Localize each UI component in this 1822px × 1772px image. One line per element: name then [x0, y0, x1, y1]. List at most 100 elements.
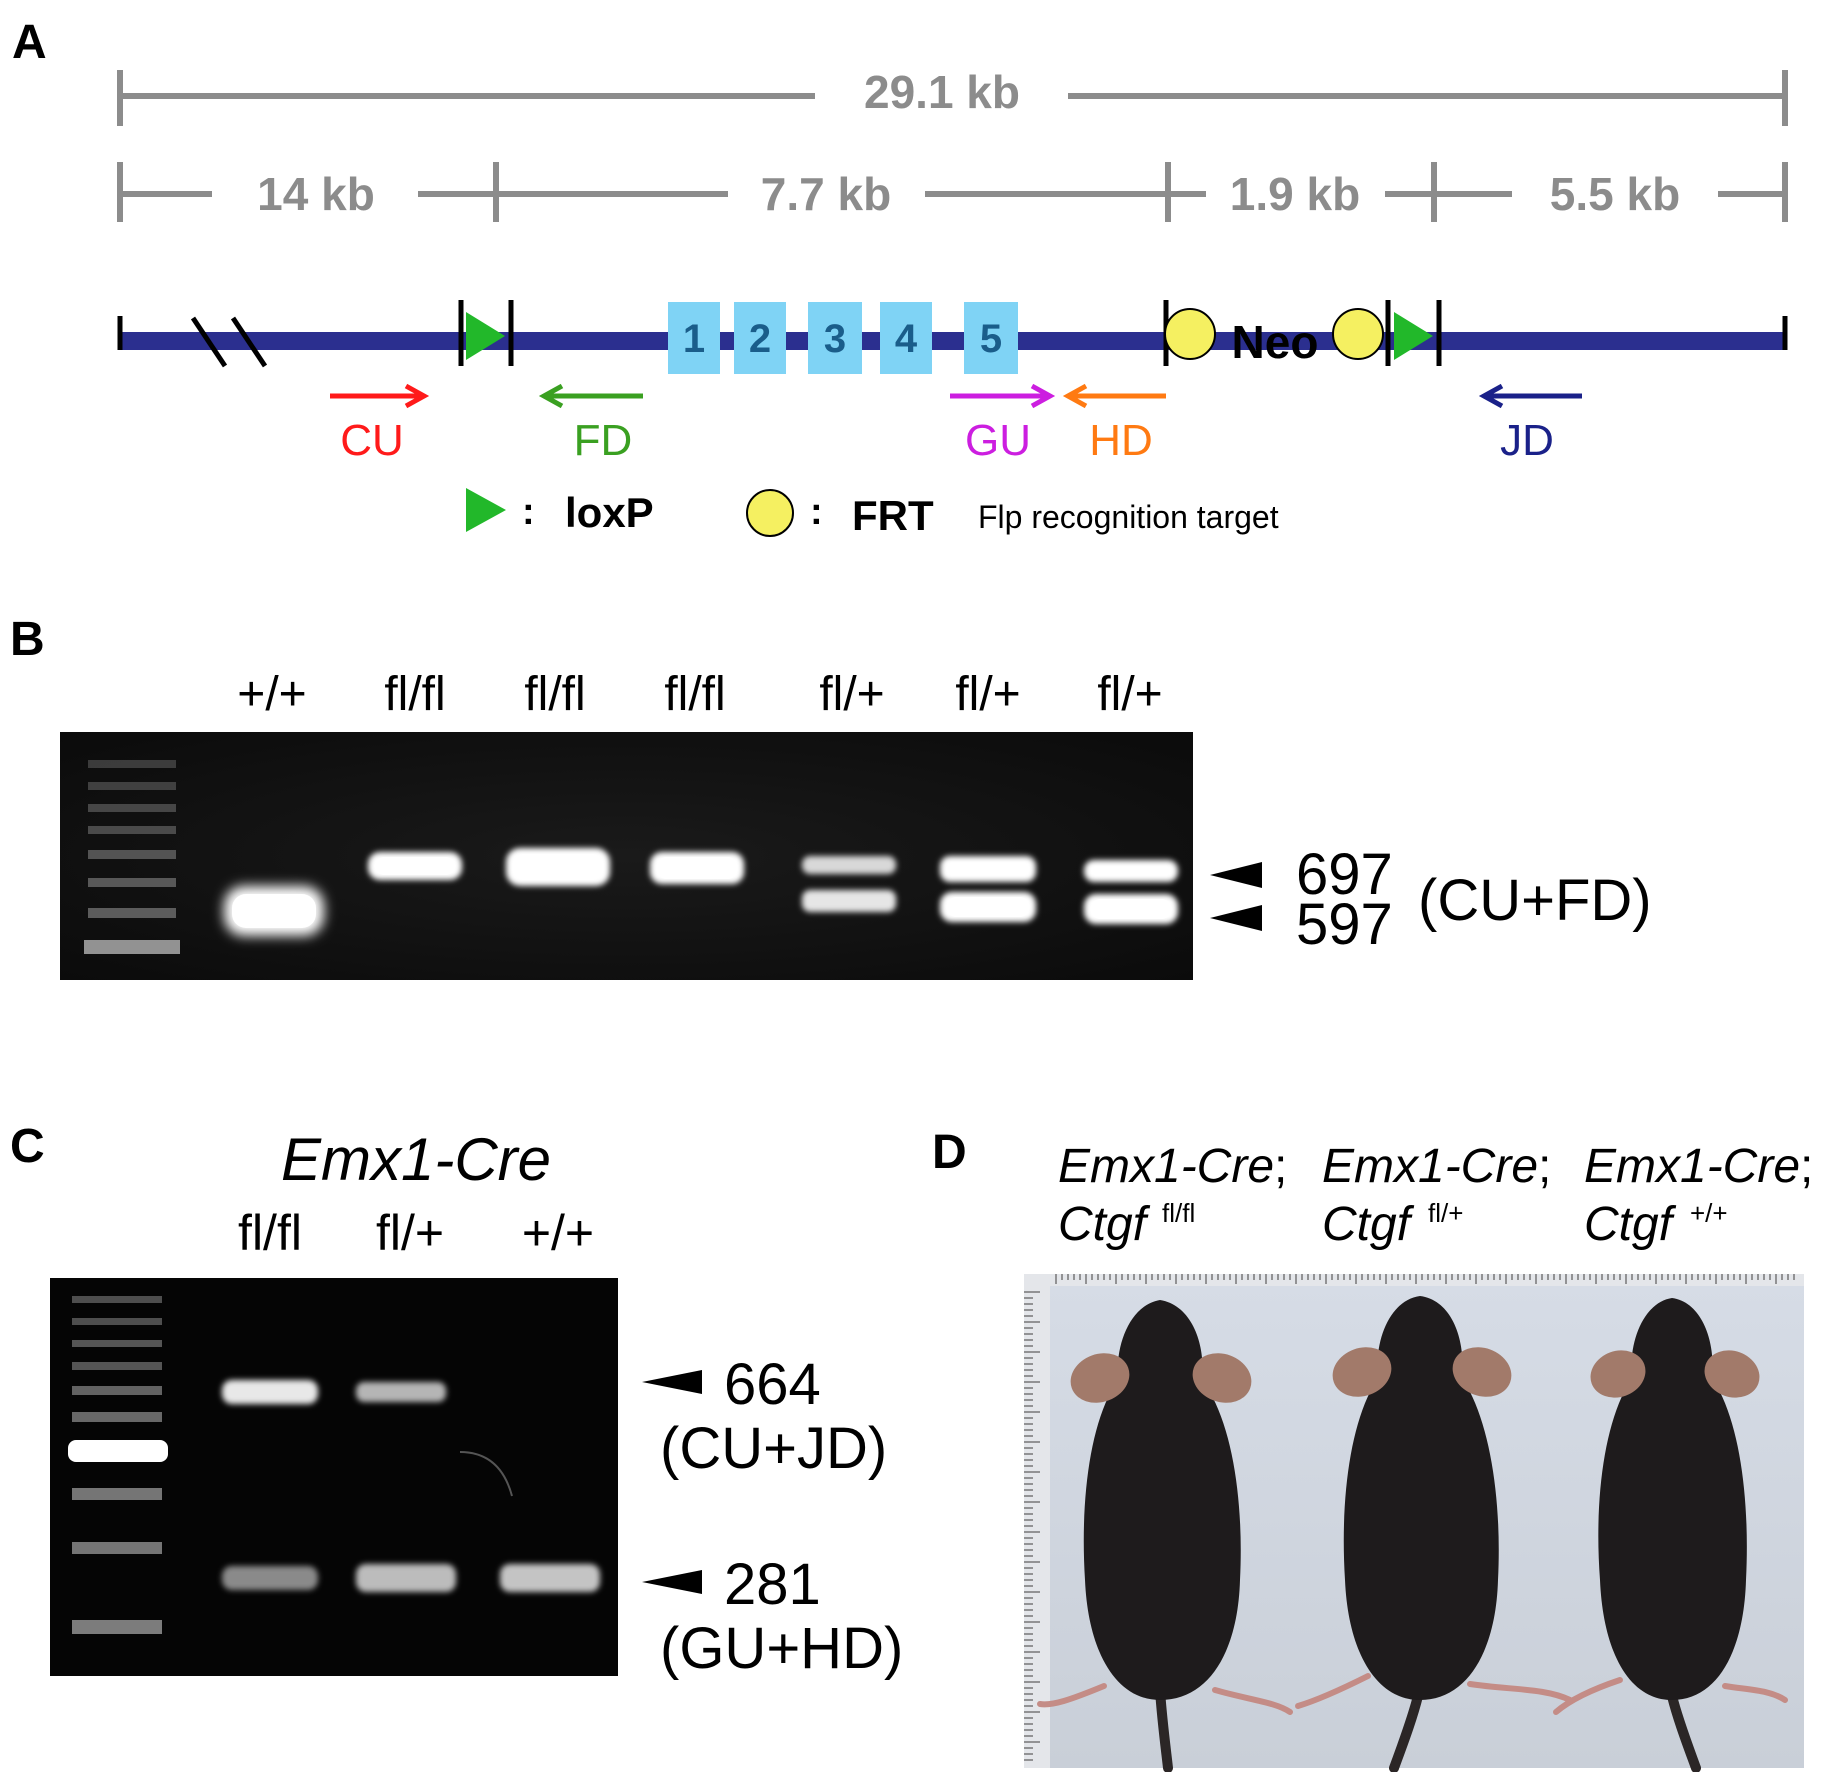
svg-text:Ctgf: Ctgf	[1058, 1198, 1151, 1251]
frt-site-2	[1332, 308, 1384, 360]
band-b-lane7-697	[1084, 860, 1178, 882]
scale-bar-total	[117, 70, 1788, 126]
loxp-legend-icon	[466, 488, 506, 532]
segment-label-3: 1.9 kb	[1230, 168, 1360, 220]
ruler	[1024, 1274, 1804, 1768]
band-b-lane5-697	[802, 856, 896, 874]
band-b-lane6-697	[940, 856, 1036, 882]
segment-label-4: 5.5 kb	[1550, 168, 1680, 220]
mouse-2	[1295, 1296, 1573, 1772]
ladder-b	[84, 760, 180, 954]
band-b-lane5-597	[802, 890, 896, 912]
panel-d: D Emx1-Cre; Ctgf fl/fl Emx1-Cre; Ctgf fl…	[932, 1126, 1813, 1772]
band-b-arrow-597	[1210, 905, 1262, 931]
frt-legend-icon	[746, 489, 794, 537]
band-b-primer-pair: (CU+FD)	[1418, 868, 1652, 933]
lane-label-b-2: fl/fl	[384, 668, 445, 721]
lane-label-c-2: fl/+	[376, 1205, 444, 1261]
frt-legend-desc: Flp recognition target	[978, 499, 1279, 535]
gel-b	[60, 732, 1193, 980]
loxp-legend-label: loxP	[565, 489, 654, 536]
total-length-label: 29.1 kb	[864, 66, 1020, 118]
primer-cu: CU	[330, 383, 430, 465]
lane-label-b-1: +/+	[237, 668, 306, 721]
svg-text::: :	[810, 491, 823, 533]
band-c-lane1-664	[222, 1380, 318, 1404]
band-c-pair-281: (GU+HD)	[660, 1616, 903, 1681]
mouse-photo	[1024, 1274, 1804, 1772]
band-c-label-281: 281	[724, 1552, 821, 1617]
band-b-arrow-697	[1210, 862, 1262, 888]
primer-fd-label: FD	[574, 416, 633, 465]
frt-site-1	[1164, 308, 1216, 360]
band-c-lane2-281	[356, 1564, 456, 1592]
lane-label-c-1: fl/fl	[238, 1205, 302, 1261]
legend: : loxP : FRT Flp recognition target	[466, 488, 1279, 539]
band-c-label-664: 664	[724, 1352, 821, 1417]
primer-jd: JD	[1478, 383, 1582, 465]
lane-label-b-3: fl/fl	[524, 668, 585, 721]
neo-cassette-label: Neo	[1232, 316, 1319, 368]
lane-label-b-4: fl/fl	[664, 668, 725, 721]
svg-text:5: 5	[980, 317, 1002, 361]
frt-legend-label: FRT	[852, 492, 934, 539]
primer-gu: GU	[950, 383, 1056, 465]
band-b-lane3-697	[506, 848, 610, 886]
primer-gu-label: GU	[965, 416, 1031, 465]
svg-text:Ctgf: Ctgf	[1322, 1198, 1415, 1251]
segment-label-1: 14 kb	[257, 168, 375, 220]
svg-text:Emx1-Cre;: Emx1-Cre;	[1058, 1140, 1287, 1193]
svg-text:Emx1-Cre;: Emx1-Cre;	[1584, 1140, 1813, 1193]
panel-b: B +/+ fl/fl fl/fl fl/fl fl/+ fl/+ fl/+	[10, 613, 1652, 980]
svg-text:Ctgf: Ctgf	[1584, 1198, 1677, 1251]
panel-a: A 29.1 kb 14 kb 7.7 kb 1.9 kb	[12, 16, 1788, 539]
exon-2: 2	[734, 302, 786, 374]
loxp-site-2	[1394, 312, 1433, 360]
panel-d-letter: D	[932, 1126, 967, 1179]
band-c-arrow-281	[642, 1570, 702, 1594]
svg-text:Emx1-Cre;: Emx1-Cre;	[1322, 1140, 1551, 1193]
genotype-label-2: Emx1-Cre; Ctgf fl/+	[1322, 1140, 1551, 1251]
band-c-pair-664: (CU+JD)	[660, 1416, 887, 1481]
lane-label-b-7: fl/+	[1097, 668, 1162, 721]
segment-label-2: 7.7 kb	[761, 168, 891, 220]
gel-c	[50, 1278, 618, 1676]
ladder-c	[68, 1296, 168, 1634]
break-mark	[190, 316, 268, 368]
band-c-lane1-281	[222, 1566, 318, 1590]
mouse-3	[1553, 1298, 1788, 1772]
panel-a-letter: A	[12, 16, 47, 69]
svg-text:+/+: +/+	[1690, 1198, 1728, 1228]
primer-jd-label: JD	[1500, 416, 1554, 465]
mouse-1	[1037, 1300, 1293, 1772]
primer-fd: FD	[538, 383, 643, 465]
primer-cu-label: CU	[340, 416, 404, 465]
svg-text:4: 4	[895, 317, 918, 361]
band-b-label-597: 597	[1296, 892, 1393, 957]
scale-bar-segments	[117, 162, 1788, 222]
panel-c-letter: C	[10, 1120, 45, 1173]
lane-label-c-3: +/+	[522, 1205, 594, 1261]
exon-1: 1	[668, 302, 720, 374]
band-b-label-697: 697	[1296, 842, 1393, 907]
genotype-label-1: Emx1-Cre; Ctgf fl/fl	[1058, 1140, 1287, 1251]
lane-label-b-6: fl/+	[955, 668, 1020, 721]
genotype-label-3: Emx1-Cre; Ctgf +/+	[1584, 1140, 1813, 1251]
loxp-site-1	[466, 312, 505, 360]
band-c-lane3-281	[500, 1564, 600, 1592]
exon-3: 3	[808, 302, 862, 374]
svg-text:fl/fl: fl/fl	[1162, 1198, 1195, 1228]
gene-backbone	[117, 300, 1788, 368]
svg-text:fl/+: fl/+	[1428, 1198, 1463, 1228]
band-b-lane1-597	[224, 886, 324, 936]
svg-text::: :	[522, 491, 535, 533]
lane-label-b-5: fl/+	[819, 668, 884, 721]
panel-c-title: Emx1-Cre	[281, 1126, 551, 1193]
band-b-lane7-597	[1084, 894, 1178, 924]
band-b-lane4-697	[650, 852, 744, 884]
primer-hd: HD	[1062, 383, 1166, 465]
band-b-lane6-597	[940, 892, 1036, 922]
panel-c: C Emx1-Cre fl/fl fl/+ +/+	[10, 1120, 903, 1681]
primer-hd-label: HD	[1089, 416, 1153, 465]
svg-text:3: 3	[824, 317, 846, 361]
